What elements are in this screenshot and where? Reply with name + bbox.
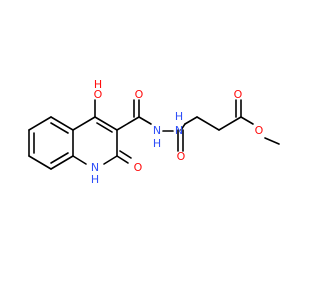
amide-carbonyl-o-label: O: [177, 150, 186, 163]
bond-layer: [28, 99, 280, 170]
hydrazide-n1-h-label: H: [153, 137, 161, 150]
bond: [116, 155, 129, 164]
hydrazide-n2-label: N: [175, 124, 183, 137]
bond: [28, 116, 52, 131]
bond: [50, 116, 74, 131]
hydroxyl-o-label: O: [94, 88, 103, 101]
ring-carbonyl-o-label: O: [134, 161, 143, 174]
bond: [96, 122, 113, 133]
bond: [264, 137, 280, 145]
ester-oxygen-label: O: [255, 124, 264, 137]
ester-carbonyl-o-label: O: [234, 88, 243, 101]
molecule-diagram: H O O H N H N O H N O O O: [28, 78, 280, 186]
bond: [72, 155, 87, 165]
carbonyl-top-o-label: O: [135, 88, 144, 101]
bond: [28, 155, 52, 170]
bond: [218, 116, 242, 131]
hydrazide-n1-label: N: [153, 124, 161, 137]
ring-nh-label: N: [91, 161, 99, 174]
bond: [180, 123, 186, 131]
bond: [240, 116, 254, 125]
bond: [50, 152, 69, 164]
bond: [116, 116, 140, 131]
structure-svg: H O O H N H N O H N O O O: [28, 78, 280, 186]
bond: [50, 122, 69, 134]
bond: [94, 116, 118, 131]
label-layer: H O O H N H N O H N O O O: [91, 78, 264, 186]
bond: [119, 150, 132, 159]
bond: [196, 116, 220, 131]
bond: [50, 155, 74, 170]
hydrazide-n2-h-label: H: [175, 110, 183, 123]
bond: [184, 116, 198, 125]
bond: [72, 116, 96, 131]
ring-nh-h-label: H: [91, 173, 99, 186]
hydroxyl-h-label: H: [94, 78, 102, 91]
bond: [138, 116, 152, 125]
bond: [103, 155, 118, 165]
